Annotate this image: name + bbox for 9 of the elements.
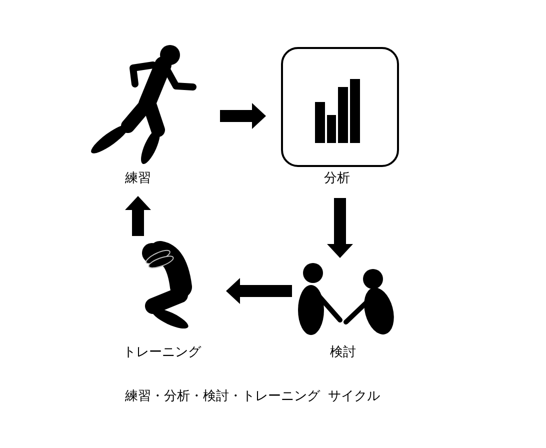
step-label: 分析 [324,171,350,187]
arrow [220,103,266,129]
step-label: 練習 [125,171,151,187]
diagram-caption: 練習・分析・検討・トレーニング サイクル [125,389,380,405]
arrow [327,198,353,258]
arrow [226,278,292,304]
arrow [125,196,151,236]
step-label: トレーニング [123,345,201,361]
step-label: 検討 [330,345,356,361]
